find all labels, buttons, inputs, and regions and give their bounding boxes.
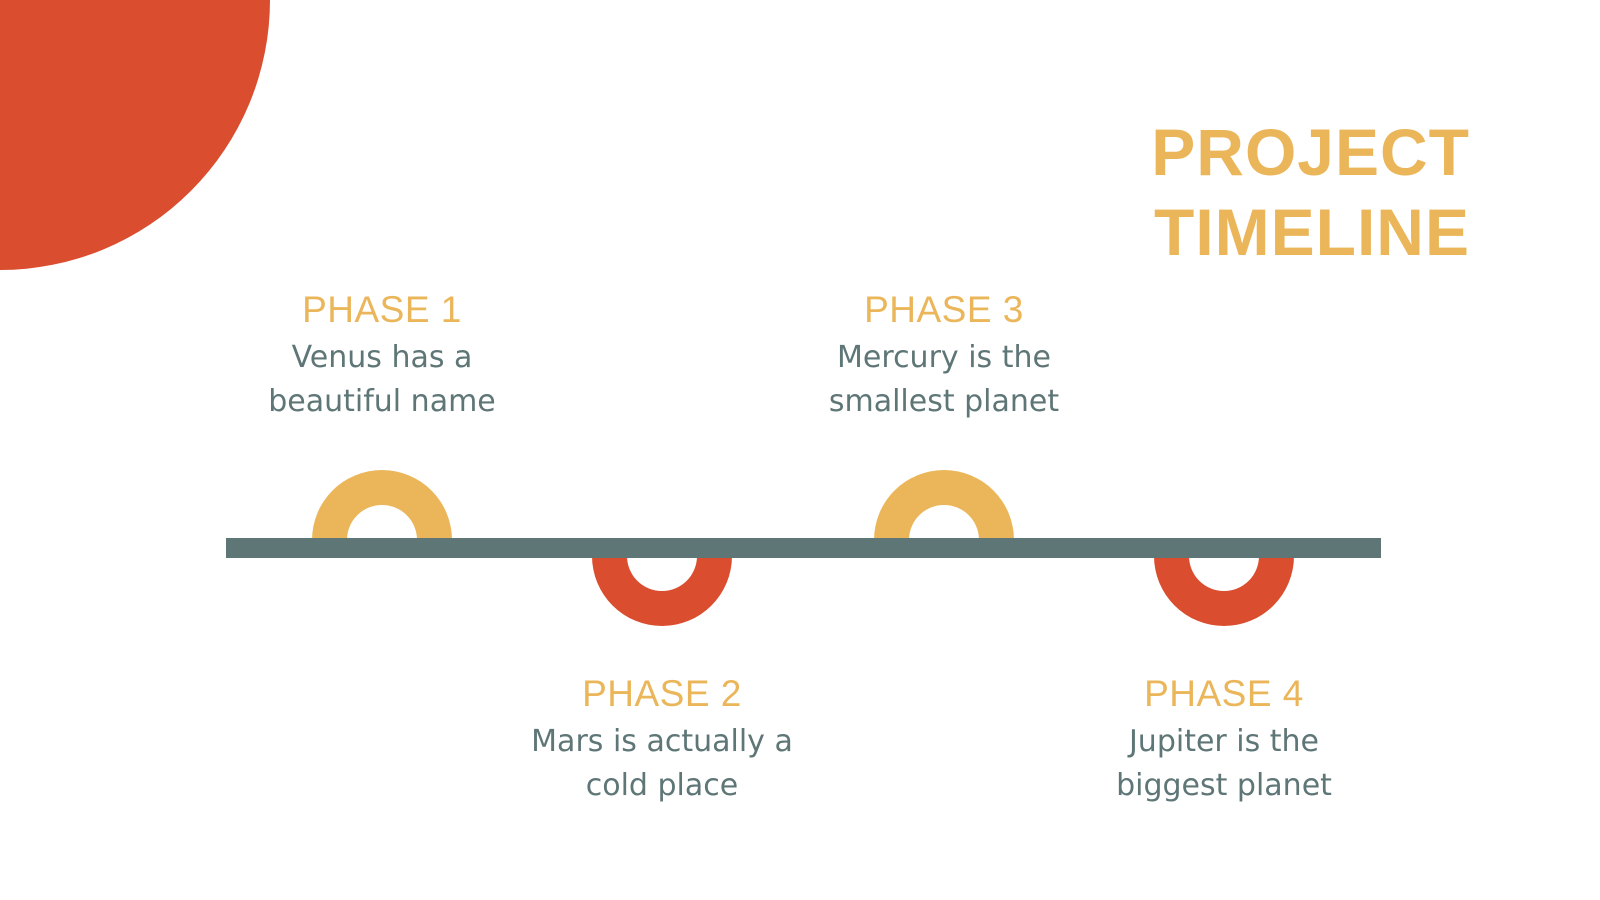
phase-description-line: beautiful name [268,384,496,419]
slide-title: PROJECT TIMELINE [1151,115,1470,269]
phase-description-line: biggest planet [1116,768,1332,803]
phase-label: PHASE 2 [582,673,742,714]
phase-4: PHASE 4 Jupiter is the biggest planet [1054,672,1394,808]
phase-description-line: Venus has a [291,340,473,375]
phase-3-marker [874,470,1014,540]
phase-3: PHASE 3 Mercury is the smallest planet [774,288,1114,424]
decorative-corner-circle [0,0,270,270]
phase-label: PHASE 4 [1144,673,1304,714]
phase-2-marker [592,556,732,626]
phase-description-line: smallest planet [828,384,1060,419]
phase-description-line: Jupiter is the [1128,724,1320,759]
phase-1-marker [312,470,452,540]
phase-2: PHASE 2 Mars is actually a cold place [492,672,832,808]
phase-description-line: Mercury is the [837,340,1051,375]
phase-label: PHASE 3 [864,289,1024,330]
phase-label: PHASE 1 [302,289,462,330]
phase-4-marker [1154,556,1294,626]
phase-1: PHASE 1 Venus has a beautiful name [212,288,552,424]
timeline-track [226,538,1381,558]
phase-description-line: Mars is actually a [531,724,793,759]
phase-description-line: cold place [585,768,739,803]
